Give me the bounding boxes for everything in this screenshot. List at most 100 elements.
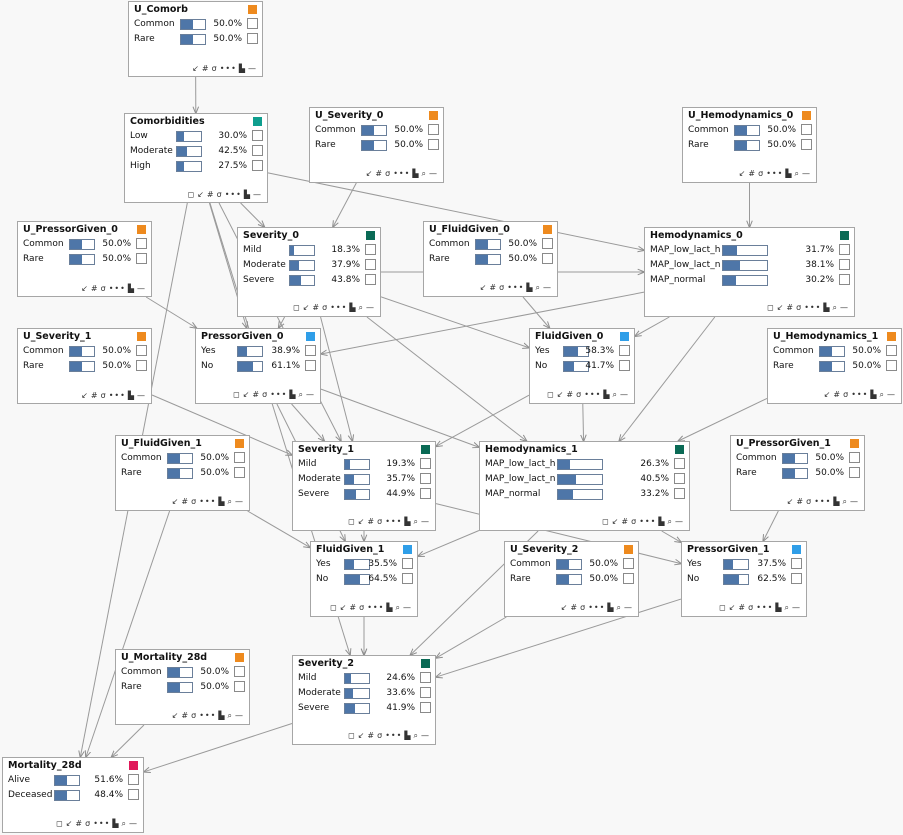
- more-icon[interactable]: •••: [108, 284, 126, 293]
- arc-icon[interactable]: ↙: [556, 390, 565, 399]
- evidence-checkbox[interactable]: [305, 345, 316, 356]
- arc-icon[interactable]: ↙: [65, 819, 74, 828]
- arc-icon[interactable]: ↙: [242, 390, 251, 399]
- table-icon[interactable]: #: [566, 390, 575, 399]
- evidence-checkbox[interactable]: [234, 467, 245, 478]
- arc-icon[interactable]: ↙: [197, 190, 205, 199]
- more-icon[interactable]: •••: [851, 390, 869, 399]
- zoom-icon[interactable]: ⌕: [842, 497, 848, 506]
- zoom-icon[interactable]: ⌕: [616, 603, 622, 612]
- evidence-checkbox[interactable]: [420, 672, 431, 683]
- stats-icon[interactable]: σ: [191, 497, 198, 506]
- stats-icon[interactable]: σ: [191, 711, 198, 720]
- chart-icon[interactable]: ▙: [658, 517, 666, 526]
- evidence-checkbox[interactable]: [623, 558, 634, 569]
- evidence-checkbox[interactable]: [839, 259, 850, 270]
- evidence-checkbox[interactable]: [420, 702, 431, 713]
- table-icon[interactable]: #: [489, 283, 498, 292]
- evidence-checkbox[interactable]: [839, 274, 850, 285]
- more-icon[interactable]: •••: [93, 819, 111, 828]
- minimize-icon[interactable]: —: [248, 64, 257, 73]
- expand-icon[interactable]: ◻: [330, 603, 338, 612]
- minimize-icon[interactable]: —: [792, 603, 801, 612]
- zoom-icon[interactable]: ⌕: [413, 517, 419, 526]
- table-icon[interactable]: #: [748, 169, 757, 178]
- stats-icon[interactable]: σ: [843, 390, 850, 399]
- evidence-checkbox[interactable]: [420, 687, 431, 698]
- evidence-checkbox[interactable]: [252, 145, 263, 156]
- evidence-checkbox[interactable]: [402, 558, 413, 569]
- evidence-checkbox[interactable]: [791, 558, 802, 569]
- chart-icon[interactable]: ▙: [238, 64, 246, 73]
- evidence-checkbox[interactable]: [849, 452, 860, 463]
- chart-icon[interactable]: ▙: [404, 731, 412, 740]
- chart-icon[interactable]: ▙: [833, 497, 841, 506]
- more-icon[interactable]: •••: [224, 190, 242, 199]
- expand-icon[interactable]: ◻: [348, 731, 356, 740]
- expand-icon[interactable]: ◻: [547, 390, 555, 399]
- chart-icon[interactable]: ▙: [218, 711, 226, 720]
- minimize-icon[interactable]: —: [253, 190, 262, 199]
- zoom-icon[interactable]: ⌕: [413, 731, 419, 740]
- minimize-icon[interactable]: —: [137, 284, 146, 293]
- more-icon[interactable]: •••: [330, 303, 348, 312]
- stats-icon[interactable]: σ: [359, 603, 366, 612]
- stats-icon[interactable]: σ: [211, 64, 218, 73]
- expand-icon[interactable]: ◻: [293, 303, 301, 312]
- expand-icon[interactable]: ◻: [233, 390, 241, 399]
- zoom-icon[interactable]: ⌕: [421, 169, 427, 178]
- evidence-checkbox[interactable]: [428, 124, 439, 135]
- zoom-icon[interactable]: ⌕: [298, 390, 304, 399]
- evidence-checkbox[interactable]: [886, 360, 897, 371]
- arc-icon[interactable]: ↙: [81, 391, 89, 400]
- minimize-icon[interactable]: —: [887, 390, 896, 399]
- zoom-icon[interactable]: ⌕: [227, 711, 233, 720]
- evidence-checkbox[interactable]: [542, 253, 553, 264]
- stats-icon[interactable]: σ: [796, 303, 803, 312]
- chart-icon[interactable]: ▙: [870, 390, 878, 399]
- arc-icon[interactable]: ↙: [738, 169, 747, 178]
- minimize-icon[interactable]: —: [802, 169, 811, 178]
- table-icon[interactable]: #: [367, 517, 376, 526]
- evidence-checkbox[interactable]: [136, 345, 147, 356]
- minimize-icon[interactable]: —: [137, 391, 146, 400]
- expand-icon[interactable]: ◻: [719, 603, 727, 612]
- stats-icon[interactable]: σ: [580, 603, 587, 612]
- evidence-checkbox[interactable]: [791, 573, 802, 584]
- table-icon[interactable]: #: [367, 731, 376, 740]
- table-icon[interactable]: #: [738, 603, 747, 612]
- minimize-icon[interactable]: —: [675, 517, 684, 526]
- arc-icon[interactable]: ↙: [823, 390, 832, 399]
- chart-icon[interactable]: ▙: [218, 497, 226, 506]
- stats-icon[interactable]: σ: [499, 283, 506, 292]
- arc-icon[interactable]: ↙: [611, 517, 620, 526]
- evidence-checkbox[interactable]: [247, 18, 258, 29]
- stats-icon[interactable]: σ: [262, 390, 269, 399]
- evidence-checkbox[interactable]: [136, 360, 147, 371]
- chart-icon[interactable]: ▙: [412, 169, 420, 178]
- more-icon[interactable]: •••: [584, 390, 602, 399]
- more-icon[interactable]: •••: [219, 64, 237, 73]
- minimize-icon[interactable]: —: [403, 603, 412, 612]
- evidence-checkbox[interactable]: [252, 130, 263, 141]
- zoom-icon[interactable]: ⌕: [395, 603, 401, 612]
- stats-icon[interactable]: σ: [100, 391, 107, 400]
- minimize-icon[interactable]: —: [840, 303, 849, 312]
- evidence-checkbox[interactable]: [365, 274, 376, 285]
- stats-icon[interactable]: σ: [806, 497, 813, 506]
- chart-icon[interactable]: ▙: [603, 390, 611, 399]
- evidence-checkbox[interactable]: [674, 458, 685, 469]
- chart-icon[interactable]: ▙: [243, 190, 251, 199]
- more-icon[interactable]: •••: [814, 497, 832, 506]
- zoom-icon[interactable]: ⌕: [667, 517, 673, 526]
